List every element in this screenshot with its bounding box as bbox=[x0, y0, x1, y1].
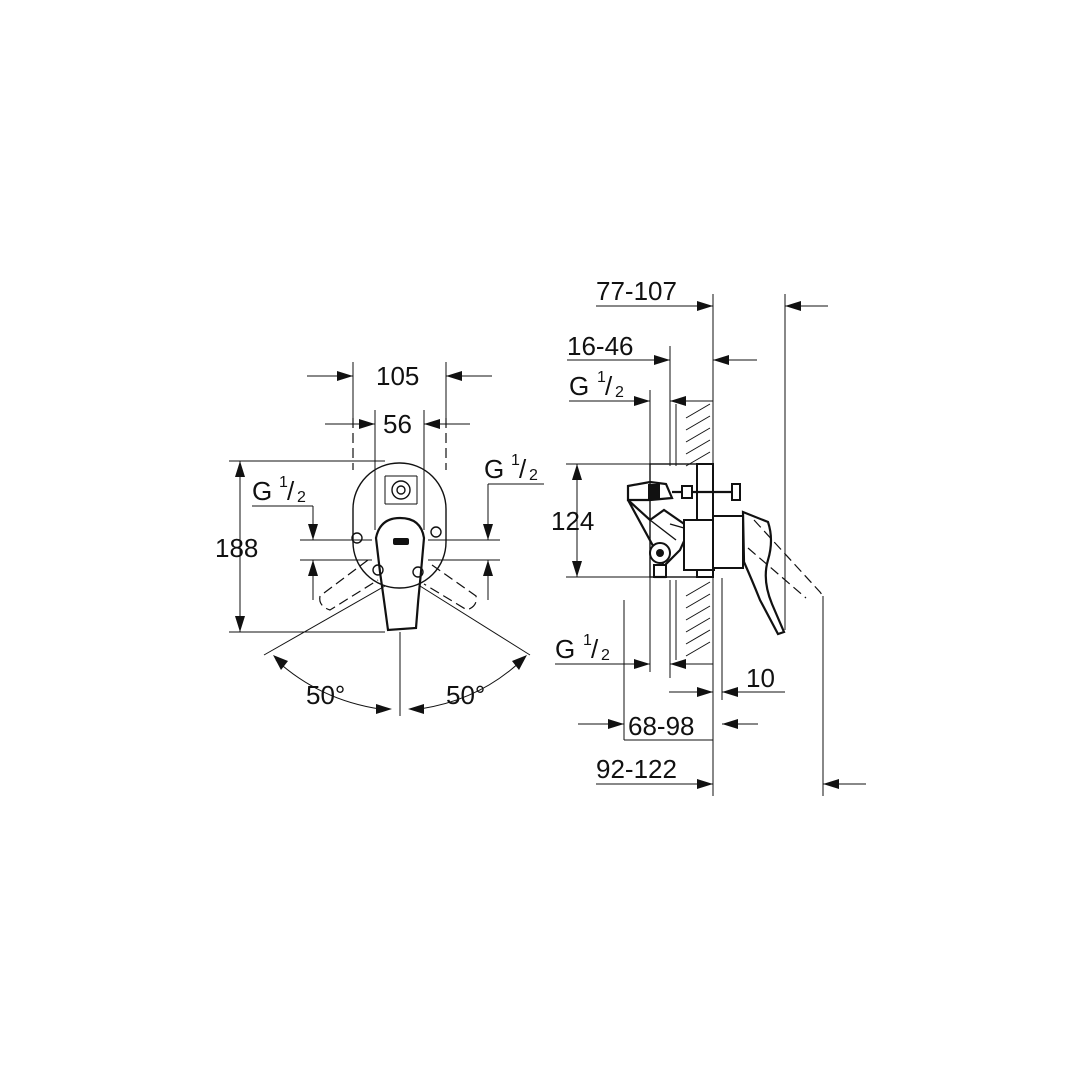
label-thread-left-den: 2 bbox=[297, 489, 306, 506]
wall-hatch-line bbox=[685, 605, 711, 621]
ghost-handle-left bbox=[319, 559, 379, 611]
label-depth-inner: 16-46 bbox=[567, 331, 634, 361]
wall-hatch-line bbox=[685, 581, 711, 597]
label-angle-left: 50° bbox=[306, 680, 345, 710]
wall-hatch-line bbox=[685, 403, 711, 419]
label-thread-right: G bbox=[484, 454, 504, 484]
label-thread-top-den: 2 bbox=[615, 384, 624, 401]
label-width-outer: 105 bbox=[376, 361, 419, 391]
label-thread-bottom-den: 2 bbox=[601, 647, 610, 664]
dimension-depth-inner: 16-46 bbox=[567, 331, 757, 466]
label-thread-left: G bbox=[252, 476, 272, 506]
lever-handle-side bbox=[712, 510, 824, 636]
ghost-handle-right bbox=[423, 564, 477, 611]
angle-line-right bbox=[419, 585, 531, 656]
label-plate-offset: 10 bbox=[746, 663, 775, 693]
label-thread-right-den: 2 bbox=[529, 467, 538, 484]
wall-hatch-line bbox=[685, 415, 711, 431]
label-thread-right-slash: / bbox=[519, 454, 527, 484]
dimension-width-inner: 56 bbox=[325, 409, 470, 530]
label-thread-top-num: 1 bbox=[597, 369, 606, 386]
label-thread-right-num: 1 bbox=[511, 452, 520, 469]
label-thread-left-num: 1 bbox=[279, 474, 288, 491]
label-depth-min-range: 68-98 bbox=[628, 711, 695, 741]
label-thread-bottom: G bbox=[555, 634, 575, 664]
label-width-inner: 56 bbox=[383, 409, 412, 439]
angle-line-left bbox=[263, 585, 386, 656]
label-thread-left-slash: / bbox=[287, 476, 295, 506]
label-thread-top: G bbox=[569, 371, 589, 401]
wall-hatch-line bbox=[685, 617, 711, 633]
side-view: 77-107 16-46 G 1 / 2 bbox=[551, 276, 866, 796]
thread-bottom-callout: G 1 / 2 bbox=[555, 580, 713, 678]
thread-right-callout: G 1 / 2 bbox=[428, 452, 544, 600]
thread-left-callout: G 1 / 2 bbox=[252, 474, 372, 600]
dimension-depth-outer: 77-107 bbox=[596, 276, 828, 311]
front-view: 105 56 188 G 1 / 2 bbox=[215, 361, 544, 716]
label-depth-max-range: 92-122 bbox=[596, 754, 677, 784]
dimension-height-total: 188 bbox=[215, 460, 385, 633]
label-thread-top-slash: / bbox=[605, 371, 613, 401]
label-height-body: 124 bbox=[551, 506, 594, 536]
wall-hatch-line bbox=[685, 641, 711, 657]
dimension-depth-min-range: 68-98 bbox=[578, 600, 758, 741]
lever-handle-front bbox=[374, 516, 426, 632]
dimension-depth-max-range: 92-122 bbox=[596, 754, 866, 789]
angle-arc-right: 50° bbox=[408, 655, 527, 714]
angle-arc-left: 50° bbox=[273, 655, 392, 714]
label-thread-bottom-slash: / bbox=[591, 634, 599, 664]
wall-hatch-line bbox=[685, 427, 711, 443]
escutcheon-plate bbox=[351, 462, 447, 589]
wall-hatch-line bbox=[685, 629, 711, 645]
dimension-height-body: 124 bbox=[551, 463, 650, 578]
label-angle-right: 50° bbox=[446, 680, 485, 710]
label-depth-outer: 77-107 bbox=[596, 276, 677, 306]
label-height-total: 188 bbox=[215, 533, 258, 563]
dimension-plate-offset: 10 bbox=[669, 578, 785, 700]
label-thread-bottom-num: 1 bbox=[583, 632, 592, 649]
dimension-width-outer: 105 bbox=[307, 361, 492, 418]
wall-hatch-line bbox=[685, 439, 711, 455]
wall-hatch-line bbox=[685, 593, 711, 609]
logo-mark bbox=[393, 538, 409, 545]
